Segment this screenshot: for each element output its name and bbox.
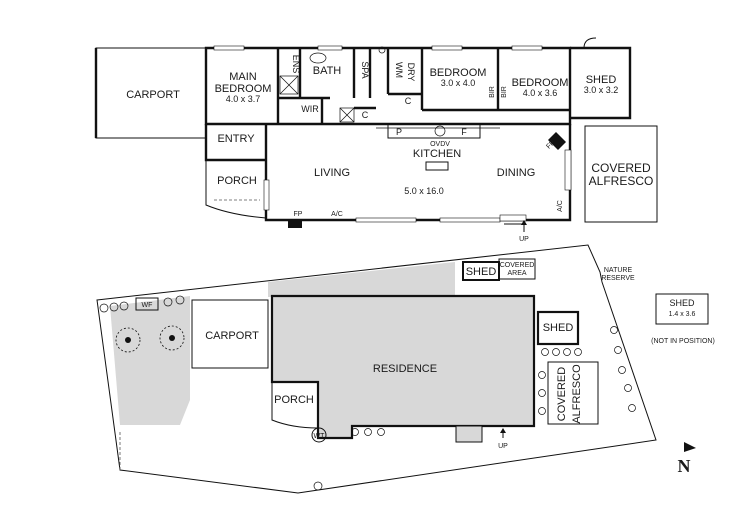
main-bedroom-dim: 4.0 x 3.7: [226, 94, 261, 104]
bedroom2-label: BEDROOM: [430, 67, 487, 79]
site-covered-alfresco-2: ALFRESCO: [571, 364, 583, 424]
site-porch-label: PORCH: [274, 394, 314, 406]
shed-label: SHED: [586, 74, 617, 86]
nature-reserve-label-2: RESERVE: [601, 275, 635, 282]
north-arrow: N: [678, 442, 696, 476]
floor-plan: CARPORT MAIN: [94, 37, 658, 243]
separate-shed-note: (NOT IN POSITION): [651, 338, 715, 345]
tree-1: [115, 327, 141, 353]
kitchen-island: [425, 161, 449, 171]
kitchen-bench: [387, 123, 481, 139]
shed-dim: 3.0 x 3.2: [584, 85, 619, 95]
north-arrow-icon: [684, 442, 696, 452]
wf-box: [135, 297, 159, 311]
living-label: LIVING: [314, 167, 350, 179]
tree-2: [159, 325, 185, 351]
dining-label: DINING: [497, 167, 536, 179]
site-shed-label: SHED: [466, 266, 497, 278]
fireplace: [288, 220, 302, 228]
entry-label: ENTRY: [217, 133, 255, 145]
north-label: N: [678, 456, 691, 476]
bath-label: BATH: [313, 65, 342, 77]
wt-circle: [311, 427, 327, 443]
bir1-label: BIR: [489, 86, 496, 98]
wir-label: WIR: [301, 104, 319, 114]
site-plan: WF CARPORT RESIDENCE PORCH WT SHED COVER…: [96, 244, 657, 494]
bedroom3-label: BEDROOM: [512, 77, 569, 89]
site-shed-right-label: SHED: [543, 322, 574, 334]
dry-label: DRY: [406, 63, 416, 82]
driveway: [110, 296, 190, 425]
bedroom3-dim: 4.0 x 3.6: [523, 88, 558, 98]
separate-shed: SHED 1.4 x 3.6 (NOT IN POSITION): [651, 293, 715, 345]
wm-label: WM: [394, 62, 404, 78]
site-covered-alfresco-1: COVERED: [556, 367, 568, 421]
site-carport: [191, 299, 269, 369]
wt-label: WT: [314, 433, 326, 440]
site-carport-label: CARPORT: [205, 330, 259, 342]
site-covered-label-2: AREA: [507, 270, 526, 277]
site-up-label: UP: [498, 443, 508, 450]
fridge-label: F: [461, 127, 467, 137]
ovdv-label: OVDV: [430, 141, 450, 148]
corner-fireplace: [548, 132, 566, 150]
up-label: UP: [519, 236, 529, 243]
ens-label: ENS: [291, 55, 301, 74]
c2-label: C: [405, 96, 412, 106]
wf-label: WF: [142, 302, 153, 309]
bedroom2-dim: 3.0 x 4.0: [441, 78, 476, 88]
bir2-label: BIR: [501, 86, 508, 98]
main-bedroom-label: MAIN: [229, 71, 257, 83]
nature-reserve-label-1: NATURE: [604, 267, 633, 274]
site-covered-area: [498, 258, 536, 280]
carport-label: CARPORT: [126, 89, 180, 101]
site-covered-label-1: COVERED: [500, 262, 535, 269]
porch-outline: [205, 160, 267, 219]
living-dim: 5.0 x 16.0: [404, 186, 444, 196]
fp-label: FP: [294, 211, 303, 218]
ac-side-label: A/C: [557, 200, 564, 212]
kitchen-label: KITCHEN: [413, 148, 461, 160]
covered-alfresco-label-2: ALFRESCO: [589, 174, 654, 188]
spa-label: SPA: [360, 61, 370, 78]
separate-shed-dim: 1.4 x 3.6: [669, 311, 696, 318]
fp-corner-label: FP: [545, 139, 557, 151]
covered-alfresco-label-1: COVERED: [591, 161, 651, 175]
main-bedroom-label-2: BEDROOM: [215, 83, 272, 95]
site-covered-alfresco: [547, 361, 599, 425]
porch-label: PORCH: [217, 175, 257, 187]
residence-label: RESIDENCE: [373, 363, 437, 375]
covered-alfresco-outline: [584, 125, 658, 223]
pantry-label: P: [396, 127, 402, 137]
site-shed-right: [536, 310, 580, 346]
shrubs-right: [313, 326, 636, 491]
shed-outline: [570, 46, 632, 120]
site-boundary: [96, 244, 657, 494]
ac-label: A/C: [331, 211, 343, 218]
c1-label: C: [362, 110, 369, 120]
separate-shed-label: SHED: [669, 298, 695, 308]
